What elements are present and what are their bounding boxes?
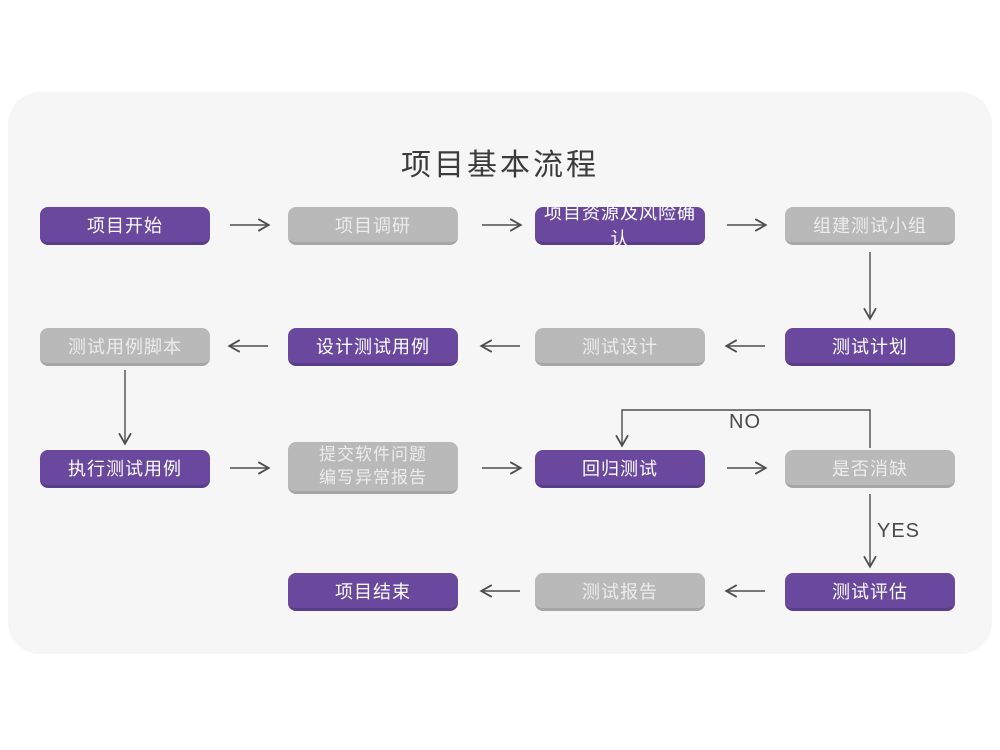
branch-label-yes: YES [877, 520, 921, 542]
node-test-design: 测试设计 [535, 328, 705, 366]
node-regression-test: 回归测试 [535, 450, 705, 488]
page-title: 项目基本流程 [401, 149, 599, 182]
node-project-end: 项目结束 [288, 573, 458, 611]
node-resource-risk-confirm: 项目资源及风险确认 [535, 203, 705, 249]
node-build-test-team: 组建测试小组 [785, 207, 955, 245]
node-test-evaluation: 测试评估 [785, 573, 955, 611]
node-project-research: 项目调研 [288, 207, 458, 245]
node-execute-test-case: 执行测试用例 [40, 450, 210, 488]
node-test-plan: 测试计划 [785, 328, 955, 366]
flowchart-card [8, 92, 992, 654]
node-design-test-case: 设计测试用例 [288, 328, 458, 366]
node-submit-issue-report: 提交软件问题 编写异常报告 [288, 442, 458, 494]
node-test-report: 测试报告 [535, 573, 705, 611]
node-defect-cleared: 是否消缺 [785, 450, 955, 488]
node-test-case-script: 测试用例脚本 [40, 328, 210, 366]
node-project-start: 项目开始 [40, 207, 210, 245]
branch-label-no: NO [729, 411, 761, 433]
